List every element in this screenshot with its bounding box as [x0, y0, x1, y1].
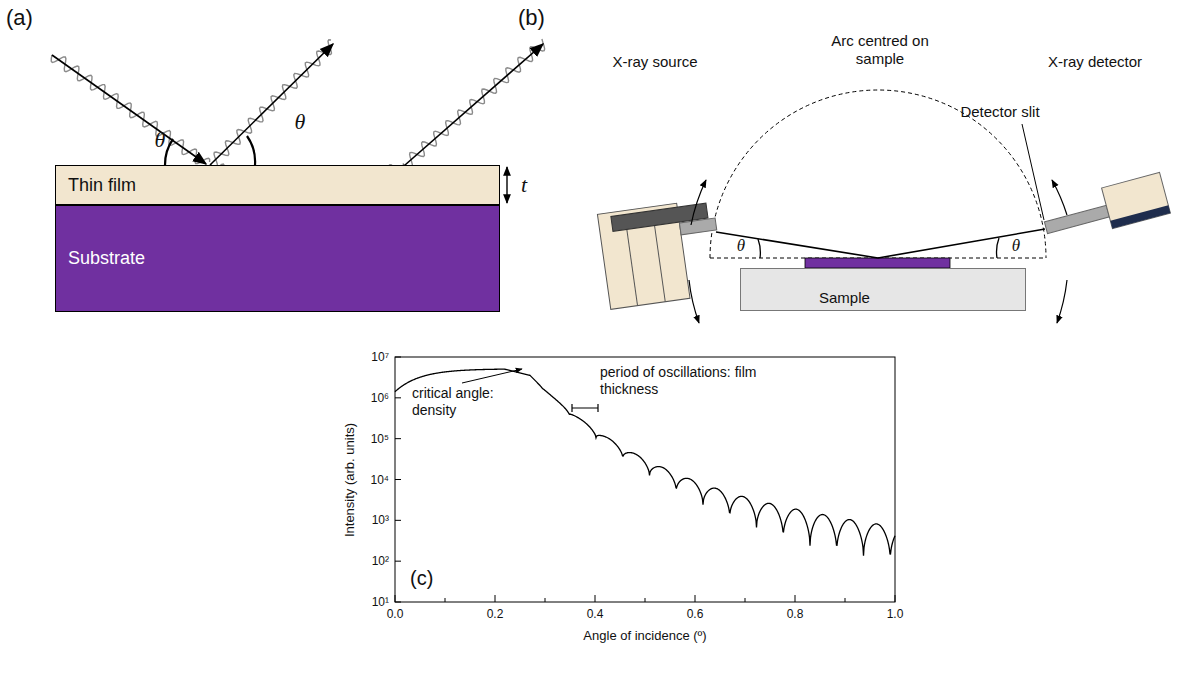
axis-title: Angle of incidence (º) [583, 628, 706, 644]
annotation-arrow [462, 369, 522, 383]
rotation-arrow [1052, 180, 1067, 215]
angle-arcs [758, 238, 999, 258]
xray-wave [51, 55, 209, 164]
sample-stage: Sample [740, 268, 1026, 311]
substrate-layer: Substrate [55, 205, 500, 312]
thickness-arrow [506, 167, 507, 203]
rotation-arrow [1057, 280, 1067, 323]
xray-detector [1040, 172, 1171, 245]
x-tick [495, 595, 496, 602]
detector-base [1110, 205, 1170, 228]
x-tick-label: 1.0 [887, 607, 904, 621]
angle-arcs [165, 136, 255, 165]
y-tick [395, 357, 401, 358]
panel-letter: (b) [518, 5, 545, 31]
period-bracket [572, 404, 598, 412]
y-tick-label: 10⁷ [371, 350, 389, 364]
x-tick-label: 0.0 [387, 607, 404, 621]
beam-path [716, 229, 1045, 258]
y-tick [395, 438, 401, 439]
angle-symbol: θ [737, 236, 745, 256]
angle-arc [997, 238, 999, 258]
leader-line [1022, 124, 1044, 220]
x-tick [895, 595, 896, 602]
thickness-symbol: t [521, 172, 527, 198]
y-tick-label: 10⁶ [371, 391, 389, 405]
y-tick-label: 10⁴ [370, 472, 389, 486]
angle-arc [247, 136, 255, 165]
angle-arc [165, 139, 173, 165]
xray-rays [52, 44, 543, 205]
reflectivity-curve [395, 369, 895, 556]
x-tick [795, 595, 796, 602]
angle-symbol: θ [295, 109, 306, 135]
x-tick-label: 0.6 [687, 607, 704, 621]
y-tick [395, 602, 401, 603]
reflected-ray [210, 44, 333, 165]
rotation-arrows [689, 180, 1067, 323]
x-tick-label: 0.4 [587, 607, 604, 621]
x-tick [545, 598, 546, 602]
incident-ray [52, 55, 206, 164]
part-name: Arc centred on sample [815, 32, 945, 68]
axis-title: Intensity (arb. units) [342, 423, 358, 537]
rotation-arrow [691, 180, 706, 225]
angle-symbol: θ [155, 127, 166, 153]
angle-symbol: θ [1012, 236, 1020, 256]
source-tube [679, 218, 716, 235]
y-tick [395, 561, 401, 562]
panel-letter: (a) [6, 5, 33, 31]
y-tick-label: 10³ [372, 513, 389, 527]
node-label: Substrate [68, 248, 499, 269]
xray-source [597, 198, 725, 309]
part-name: X-ray detector [1048, 53, 1142, 71]
part-name: Detector slit [960, 103, 1039, 121]
angle-arc [758, 239, 760, 258]
x-tick [645, 598, 646, 602]
y-tick-label: 10⁵ [371, 431, 389, 445]
x-tick [745, 598, 746, 602]
x-tick-label: 0.2 [487, 607, 504, 621]
rotation-arrow [689, 280, 699, 323]
x-tick [845, 598, 846, 602]
sample-film [805, 258, 950, 268]
part-name: X-ray source [612, 53, 697, 71]
y-tick [395, 520, 401, 521]
detector-tube [1044, 205, 1109, 233]
annotation: period of oscillations: film thickness [600, 364, 760, 398]
y-tick [395, 479, 401, 480]
x-tick [695, 595, 696, 602]
axis-ticks [395, 357, 895, 602]
source-line [627, 229, 638, 305]
x-tick [595, 595, 596, 602]
film-layer: Thin film [55, 165, 500, 205]
x-tick [395, 595, 396, 602]
transmitted-ray [405, 44, 543, 165]
source-line [655, 226, 666, 302]
xray-wave [405, 39, 545, 167]
x-tick-label: 0.8 [787, 607, 804, 621]
y-tick-label: 10² [372, 554, 389, 568]
node-label: Sample [819, 289, 1025, 306]
node-label: Thin film [68, 175, 499, 196]
goniometer-arc [710, 90, 1046, 258]
xray-waves [51, 39, 544, 209]
annotation: critical angle: density [412, 385, 512, 419]
plot-frame [395, 357, 895, 602]
x-tick [445, 598, 446, 602]
panel-letter: (c) [410, 566, 433, 590]
detector-body [1102, 172, 1171, 228]
y-tick-label: 10¹ [372, 595, 389, 609]
y-tick [395, 397, 401, 398]
